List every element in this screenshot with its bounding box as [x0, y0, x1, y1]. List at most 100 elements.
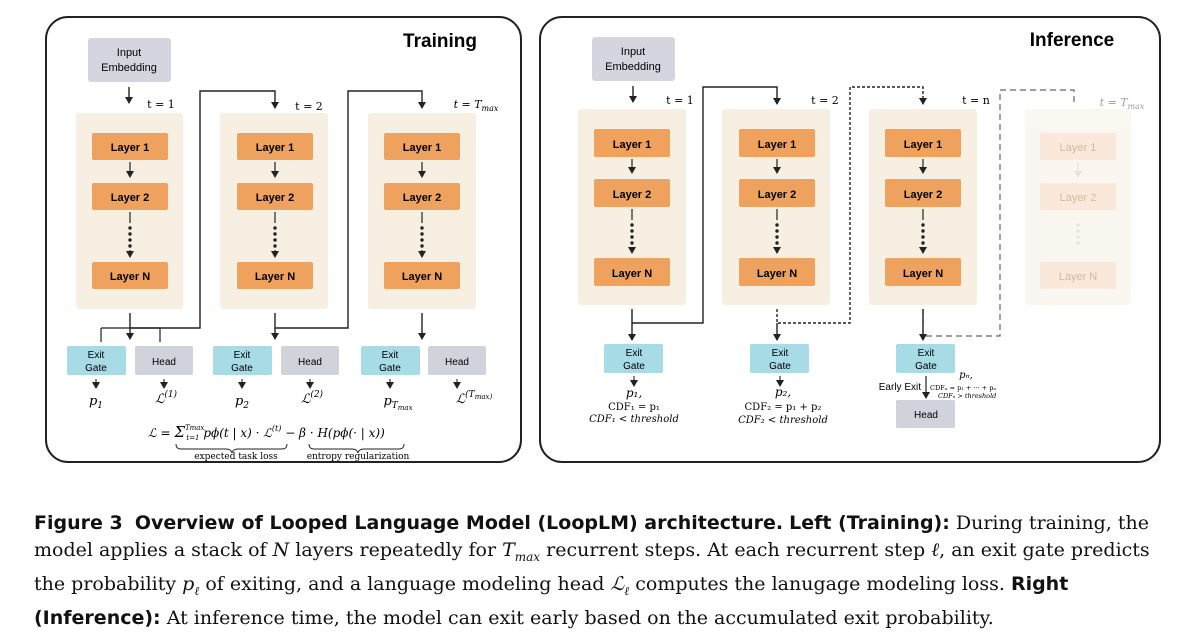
- svg-text:Head: Head: [445, 357, 469, 368]
- inference-input-embedding-box: [592, 37, 675, 81]
- svg-text:Input: Input: [621, 46, 645, 58]
- looplm-architecture-diagram: Training Input Embedding t = 1 t = 2 t =…: [45, 16, 1161, 463]
- svg-text:Layer 1: Layer 1: [1060, 142, 1097, 154]
- inference-exit-gate-1: [604, 344, 663, 373]
- training-loss-max: ℒ(Tmax): [456, 389, 493, 407]
- svg-text:Head: Head: [152, 357, 176, 368]
- svg-text:Head: Head: [298, 357, 322, 368]
- training-c2-layer1: [237, 133, 313, 160]
- inference-step-max: t = Tmax: [1100, 96, 1145, 111]
- training-c2-layer2-label: Layer 2: [256, 192, 295, 204]
- training-c3-layerN: [384, 262, 460, 289]
- svg-text:Layer 2: Layer 2: [1060, 192, 1097, 204]
- svg-text:Layer 2: Layer 2: [758, 189, 797, 201]
- inference-c2-ellipsis-icon: [775, 223, 779, 245]
- training-input-embedding-box: [88, 38, 171, 82]
- inference-cdf-1: CDF₁ = p₁: [608, 402, 660, 413]
- inference-loop-arrow-1: [631, 86, 781, 324]
- entropy-regularization-label: entropy regularization: [307, 452, 410, 462]
- expected-loss-brace: [175, 443, 288, 454]
- svg-text:Layer 2: Layer 2: [613, 189, 652, 201]
- svg-text:Gate: Gate: [379, 363, 401, 374]
- training-exit-gate-1: [67, 346, 126, 375]
- svg-text:Layer N: Layer N: [1059, 271, 1098, 283]
- inference-cdf-n: CDFₙ = p₁ + ··· + pₙ: [930, 384, 996, 392]
- inference-title: Inference: [1030, 30, 1114, 51]
- svg-text:Exit: Exit: [382, 350, 399, 361]
- inference-skipped-stack: [1025, 109, 1131, 305]
- training-loss-2: ℒ(2): [301, 389, 324, 407]
- inference-panel-border: [539, 16, 1161, 463]
- caption-title: Overview of Looped Language Model (LoopL…: [134, 512, 784, 534]
- training-prob-max: pTmax: [383, 394, 412, 412]
- svg-text:Head: Head: [914, 410, 938, 421]
- training-c1-layerN-label: Layer N: [110, 271, 150, 283]
- svg-text:Layer N: Layer N: [612, 268, 652, 280]
- training-panel: Training Input Embedding t = 1 t = 2 t =…: [45, 16, 522, 463]
- training-loop-arrow-2: [274, 90, 426, 329]
- svg-text:Layer 1: Layer 1: [613, 139, 652, 151]
- training-c1-layer1: [92, 133, 168, 160]
- training-step-1: t = 1: [147, 98, 175, 111]
- training-c1-layer2: [92, 183, 168, 210]
- entropy-brace: [308, 443, 405, 454]
- training-loop-arrow-1: [129, 90, 279, 329]
- svg-text:Layer 2: Layer 2: [904, 189, 943, 201]
- inference-cdf-2: CDF₂ = p₁ + p₂: [745, 402, 822, 413]
- training-head-1: [135, 346, 193, 375]
- training-input-line2: Embedding: [101, 62, 157, 74]
- training-c2-layer1-label: Layer 1: [256, 142, 295, 154]
- training-c3-ellipsis-icon: [420, 226, 424, 248]
- svg-text:Layer 1: Layer 1: [758, 139, 797, 151]
- inference-c1-ellipsis-icon: [630, 223, 634, 245]
- training-c1-layer1-label: Layer 1: [111, 142, 150, 154]
- caption-figure-label: Figure 3: [34, 512, 123, 534]
- training-c3-layer2-label: Layer 2: [403, 192, 442, 204]
- svg-text:Exit: Exit: [772, 348, 789, 359]
- expected-task-loss-label: expected task loss: [194, 452, 278, 462]
- training-c1-layer2-label: Layer 2: [111, 192, 150, 204]
- training-prob-1: p1: [89, 394, 103, 411]
- inference-panel: Inference Input Embedding t = 1 t = 2 t …: [539, 16, 1161, 463]
- training-loss-1: ℒ(1): [155, 389, 178, 407]
- inference-prob-2: p₂,: [775, 385, 791, 399]
- inference-prob-1: p₁,: [626, 386, 642, 400]
- caption-right-label: Right (Inference):: [34, 572, 1069, 629]
- svg-text:Layer N: Layer N: [757, 268, 797, 280]
- training-head-3: [428, 346, 486, 375]
- inference-step-n: t = n: [962, 94, 990, 107]
- svg-text:Gate: Gate: [915, 361, 937, 372]
- training-c2-layerN: [237, 262, 313, 289]
- inference-loop-arrow-2: [776, 86, 927, 324]
- early-exit-label: Early Exit: [879, 382, 921, 393]
- training-exit-gate-2: [213, 346, 272, 375]
- figure-caption: Figure 3 Overview of Looped Language Mod…: [34, 512, 1150, 629]
- training-title: Training: [403, 31, 477, 52]
- svg-text:Exit: Exit: [234, 350, 251, 361]
- training-c2-ellipsis-icon: [273, 226, 277, 248]
- training-c3-layerN-label: Layer N: [402, 271, 442, 283]
- training-step-max: t = Tmax: [454, 98, 499, 113]
- inference-exit-gate-2: [750, 344, 809, 373]
- training-c2-layer2: [237, 183, 313, 210]
- svg-text:Layer 1: Layer 1: [904, 139, 943, 151]
- svg-text:Gate: Gate: [231, 363, 253, 374]
- svg-text:Layer N: Layer N: [903, 268, 943, 280]
- training-c3-layer2: [384, 183, 460, 210]
- svg-text:Gate: Gate: [623, 361, 645, 372]
- svg-text:Gate: Gate: [769, 361, 791, 372]
- svg-text:Exit: Exit: [626, 348, 643, 359]
- training-c1-ellipsis-icon: [128, 226, 132, 248]
- training-prob-2: p2: [235, 394, 249, 411]
- inference-cdf-n-cond: CDFₙ > threshold: [938, 392, 996, 400]
- inference-exit-gate-n: [896, 344, 955, 373]
- inference-cn-ellipsis-icon: [921, 223, 925, 245]
- caption-left-label: Left (Training):: [789, 512, 950, 534]
- training-c3-layer1: [384, 133, 460, 160]
- inference-step-2: t = 2: [811, 94, 839, 107]
- training-c3-layer1-label: Layer 1: [403, 142, 442, 154]
- svg-text:Gate: Gate: [85, 363, 107, 374]
- training-c2-layerN-label: Layer N: [255, 271, 295, 283]
- training-panel-border: [45, 16, 522, 463]
